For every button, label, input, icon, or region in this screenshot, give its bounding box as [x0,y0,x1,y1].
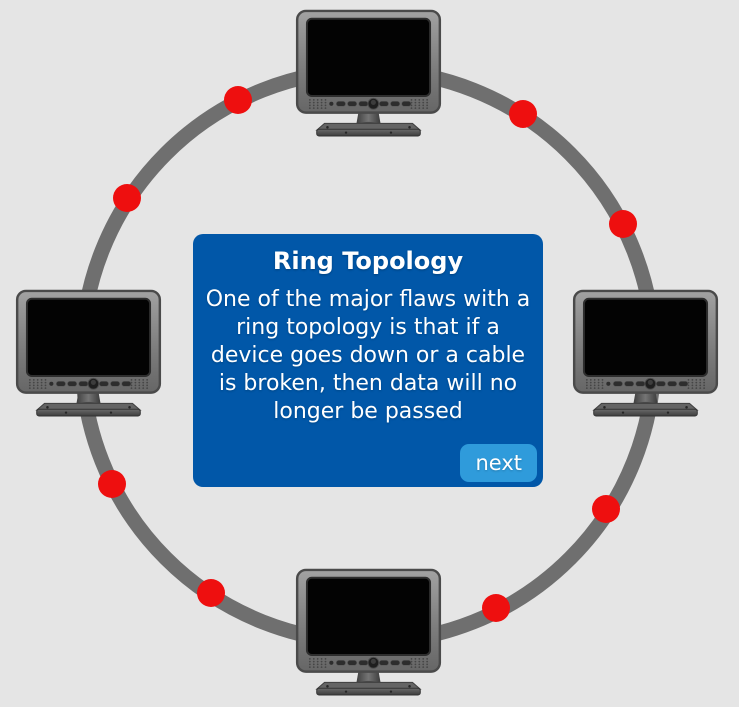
info-card: Ring Topology One of the major flaws wit… [193,234,543,487]
card-body: One of the major flaws with a ring topol… [205,287,531,424]
computer-icon [572,289,719,418]
data-packet-dot [197,579,225,607]
computer-node-left [15,289,162,418]
data-packet-dot [509,100,537,128]
computer-icon [15,289,162,418]
data-packet-dot [482,594,510,622]
computer-node-top [295,9,442,138]
computer-icon [295,9,442,138]
data-packet-dot [592,495,620,523]
computer-icon [295,568,442,697]
card-title: Ring Topology [272,247,464,275]
next-button[interactable]: next [460,444,537,482]
data-packet-dot [609,210,637,238]
computer-node-right [572,289,719,418]
computer-node-bottom [295,568,442,697]
data-packet-dot [224,86,252,114]
data-packet-dot [113,184,141,212]
data-packet-dot [98,470,126,498]
